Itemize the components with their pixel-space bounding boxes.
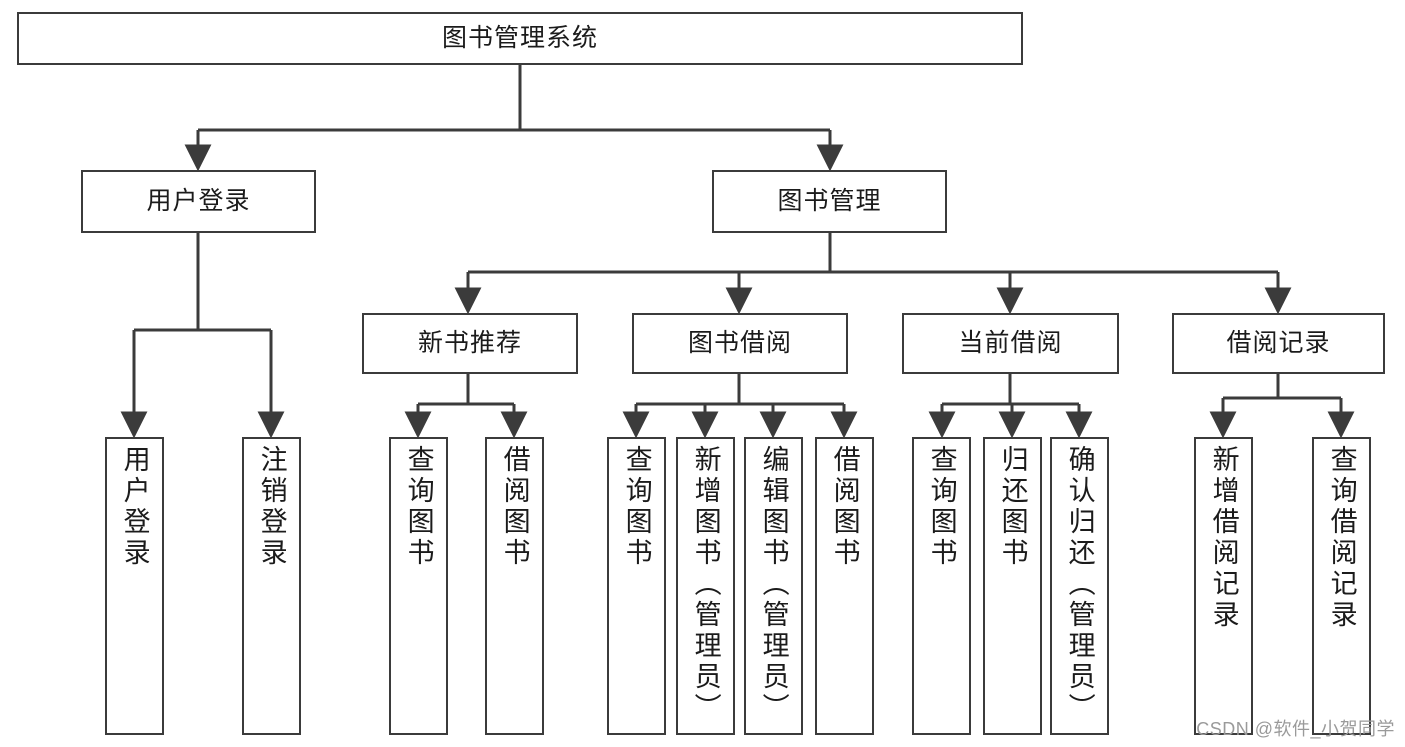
leaf-borrow-lend-book[interactable]: 借阅图书 [815,437,874,735]
leaf-new-book-borrow-label: 借阅图书 [499,445,530,569]
node-user-login-label: 用户登录 [146,186,251,215]
node-new-book-recommend[interactable]: 新书推荐 [362,313,578,374]
leaf-borrow-lend-book-label: 借阅图书 [829,445,860,569]
leaf-borrow-edit-book-admin[interactable]: 编辑图书（管理员） [744,437,803,735]
leaf-current-confirm-return-admin-label: 确认归还（管理员） [1064,445,1095,724]
leaf-record-add-label: 新增借阅记录 [1208,445,1239,631]
leaf-user-logout-label: 注销登录 [256,445,287,569]
leaf-borrow-edit-book-admin-label: 编辑图书（管理员） [758,445,789,724]
leaf-record-query-label: 查询借阅记录 [1326,445,1357,631]
leaf-current-return-book[interactable]: 归还图书 [983,437,1042,735]
leaf-borrow-query-book-label: 查询图书 [621,445,652,569]
leaf-borrow-add-book-admin[interactable]: 新增图书（管理员） [676,437,735,735]
leaf-current-return-book-label: 归还图书 [997,445,1028,569]
leaf-record-add[interactable]: 新增借阅记录 [1194,437,1253,735]
leaf-borrow-add-book-admin-label: 新增图书（管理员） [690,445,721,724]
leaf-record-query[interactable]: 查询借阅记录 [1312,437,1371,735]
node-user-login[interactable]: 用户登录 [81,170,316,233]
leaf-borrow-query-book[interactable]: 查询图书 [607,437,666,735]
leaf-current-confirm-return-admin[interactable]: 确认归还（管理员） [1050,437,1109,735]
leaf-user-login-label: 用户登录 [119,445,150,569]
leaf-user-login[interactable]: 用户登录 [105,437,164,735]
node-new-book-recommend-label: 新书推荐 [417,328,522,357]
node-book-borrow[interactable]: 图书借阅 [632,313,848,374]
leaf-new-book-query[interactable]: 查询图书 [389,437,448,735]
node-book-borrow-label: 图书借阅 [687,328,792,357]
leaf-user-logout[interactable]: 注销登录 [242,437,301,735]
node-borrow-record[interactable]: 借阅记录 [1172,313,1385,374]
node-book-management-label: 图书管理 [777,186,882,215]
leaf-new-book-borrow[interactable]: 借阅图书 [485,437,544,735]
node-current-borrow-label: 当前借阅 [958,328,1063,357]
node-borrow-record-label: 借阅记录 [1226,328,1331,357]
node-current-borrow[interactable]: 当前借阅 [902,313,1119,374]
leaf-new-book-query-label: 查询图书 [403,445,434,569]
node-root-system[interactable]: 图书管理系统 [17,12,1023,65]
leaf-current-query-book[interactable]: 查询图书 [912,437,971,735]
node-root-system-label: 图书管理系统 [441,23,598,52]
node-book-management[interactable]: 图书管理 [712,170,947,233]
leaf-current-query-book-label: 查询图书 [926,445,957,569]
